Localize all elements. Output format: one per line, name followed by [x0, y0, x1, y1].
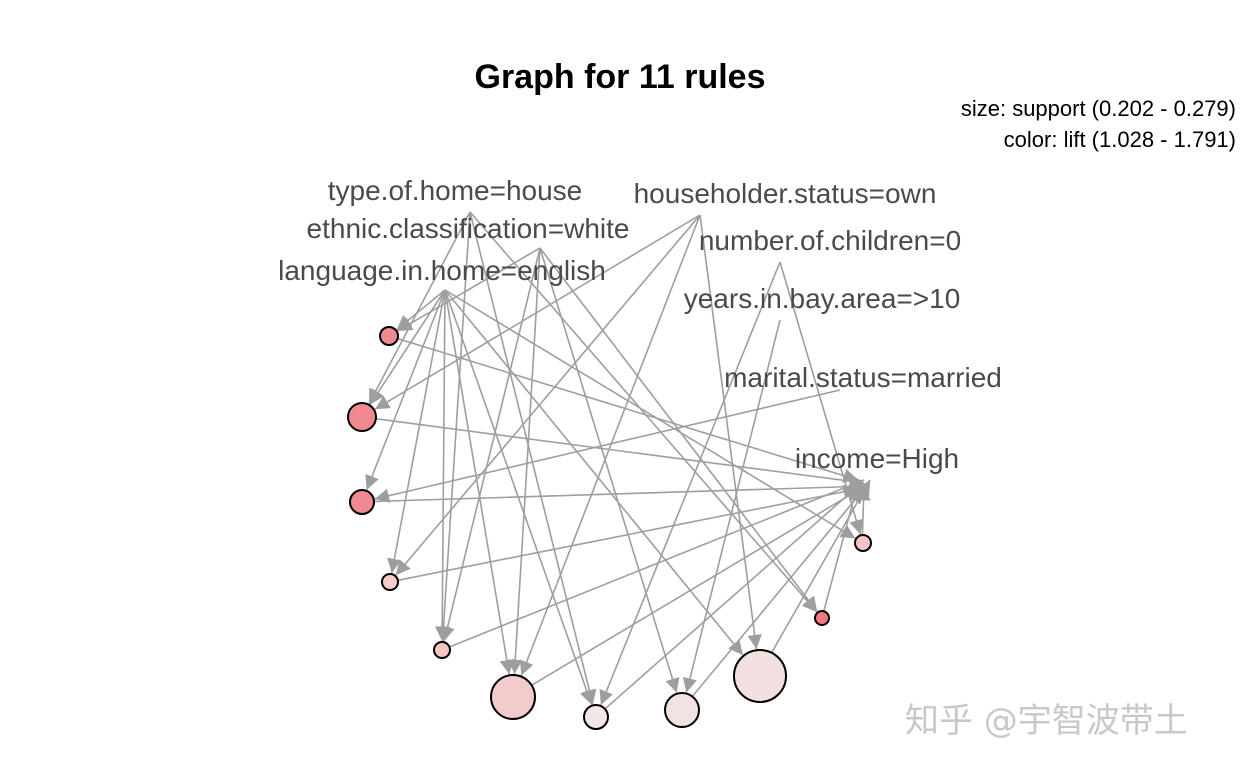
legend: size: support (0.202 - 0.279) color: lif… — [961, 93, 1236, 155]
edge — [387, 289, 446, 574]
item-label: income=High — [795, 443, 959, 474]
edge — [395, 214, 701, 576]
item-label: marital.status=married — [724, 362, 1002, 393]
edge — [374, 214, 701, 410]
item-label: years.in.bay.area=>10 — [684, 283, 961, 314]
edge — [444, 289, 594, 706]
rule-node — [379, 326, 399, 346]
edge — [599, 261, 781, 706]
edge — [531, 482, 871, 686]
edge — [397, 247, 541, 332]
edge — [469, 211, 818, 613]
edge — [440, 247, 541, 642]
edge — [856, 485, 871, 536]
edge — [779, 261, 864, 535]
edge — [375, 417, 865, 489]
rule-node — [854, 534, 872, 552]
rule-node — [583, 704, 609, 730]
item-label: language.in.home=english — [278, 255, 606, 286]
edge — [539, 247, 680, 694]
edge — [397, 337, 859, 483]
edge — [369, 289, 446, 405]
rule-node — [433, 641, 451, 659]
edge — [444, 289, 744, 656]
legend-color: color: lift (1.028 - 1.791) — [1003, 127, 1236, 152]
edge — [519, 214, 701, 676]
rule-node — [664, 692, 700, 728]
edge — [770, 479, 871, 654]
graph-title: Graph for 11 rules — [474, 58, 766, 96]
edge — [434, 289, 450, 642]
legend-size: size: support (0.202 - 0.279) — [960, 96, 1236, 121]
edge — [444, 289, 856, 540]
edge — [469, 211, 597, 705]
edge — [449, 478, 865, 648]
edge — [444, 289, 514, 675]
rule-node — [814, 610, 830, 626]
item-label: number.of.children=0 — [699, 225, 961, 256]
edge — [691, 488, 865, 698]
edge — [682, 319, 781, 693]
edge — [368, 211, 471, 405]
rule-node — [381, 573, 399, 591]
edge — [365, 289, 446, 491]
rule-node — [733, 649, 787, 703]
item-label: ethnic.classification=white — [307, 213, 630, 244]
rule-node — [490, 674, 536, 720]
edge — [822, 482, 862, 612]
edge — [699, 214, 762, 650]
item-label: householder.status=own — [634, 178, 937, 209]
edge — [508, 247, 541, 675]
item-label: type.of.home=house — [328, 175, 583, 206]
edge — [373, 479, 871, 503]
edge — [539, 247, 818, 613]
edge — [436, 211, 471, 642]
edge — [604, 485, 859, 710]
rule-node — [349, 489, 375, 515]
rule-node — [347, 402, 377, 432]
watermark: 知乎 @宇智波带土 — [905, 701, 1188, 741]
